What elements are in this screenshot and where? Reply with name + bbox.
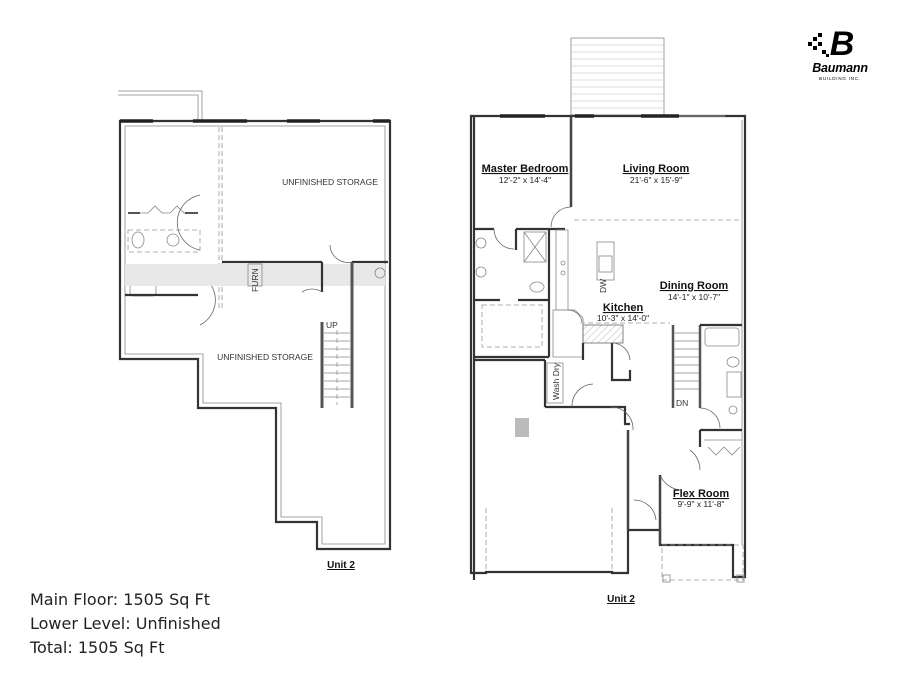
lower-room-label: UNFINISHED STORAGE — [217, 352, 313, 362]
main-floor-plan — [469, 37, 747, 583]
room-dim-kitchen: 10'-3" x 14'-0" — [597, 313, 649, 323]
room-dim-living-room: 21'-6" x 15'-9" — [630, 175, 682, 185]
stairs-down-label: DN — [676, 398, 688, 408]
svg-text:B: B — [830, 25, 855, 62]
room-name-kitchen: Kitchen — [603, 302, 644, 314]
lower-level-status: Lower Level: Unfinished — [30, 614, 221, 633]
square-footage-summary: Main Floor: 1505 Sq Ft Lower Level: Unfi… — [30, 588, 221, 660]
room-dim-flex-room: 9'-9" x 11'-8" — [678, 499, 725, 509]
room-dim-master-bedroom: 12'-2" x 14'-4" — [499, 175, 551, 185]
room-name-living-room: Living Room — [623, 163, 690, 175]
dishwasher-label: DW — [598, 279, 608, 293]
main-floor-sqft: Main Floor: 1505 Sq Ft — [30, 590, 210, 609]
baumann-logo: B Baumann BUILDING INC. — [800, 24, 880, 86]
room-name-dining-room: Dining Room — [660, 280, 729, 292]
logo-b-mark-icon: B — [808, 25, 855, 63]
stairs-up-label: UP — [326, 320, 338, 330]
logo-name: Baumann — [812, 61, 868, 75]
lower-level-unit-label: Unit 2 — [327, 560, 355, 571]
room-name-master-bedroom: Master Bedroom — [482, 163, 569, 175]
main-floor-unit-label: Unit 2 — [607, 594, 635, 605]
room-dim-dining-room: 14'-1" x 10'-7" — [668, 292, 720, 302]
furnace-label: FURN — [250, 268, 260, 292]
total-sqft: Total: 1505 Sq Ft — [30, 638, 165, 657]
lower-room-label: UNFINISHED STORAGE — [282, 177, 378, 187]
logo-subtitle: BUILDING INC. — [819, 76, 861, 81]
room-name-flex-room: Flex Room — [673, 488, 729, 500]
lower-level-plan — [118, 90, 392, 551]
laundry-label: Wash Dry — [551, 362, 561, 400]
